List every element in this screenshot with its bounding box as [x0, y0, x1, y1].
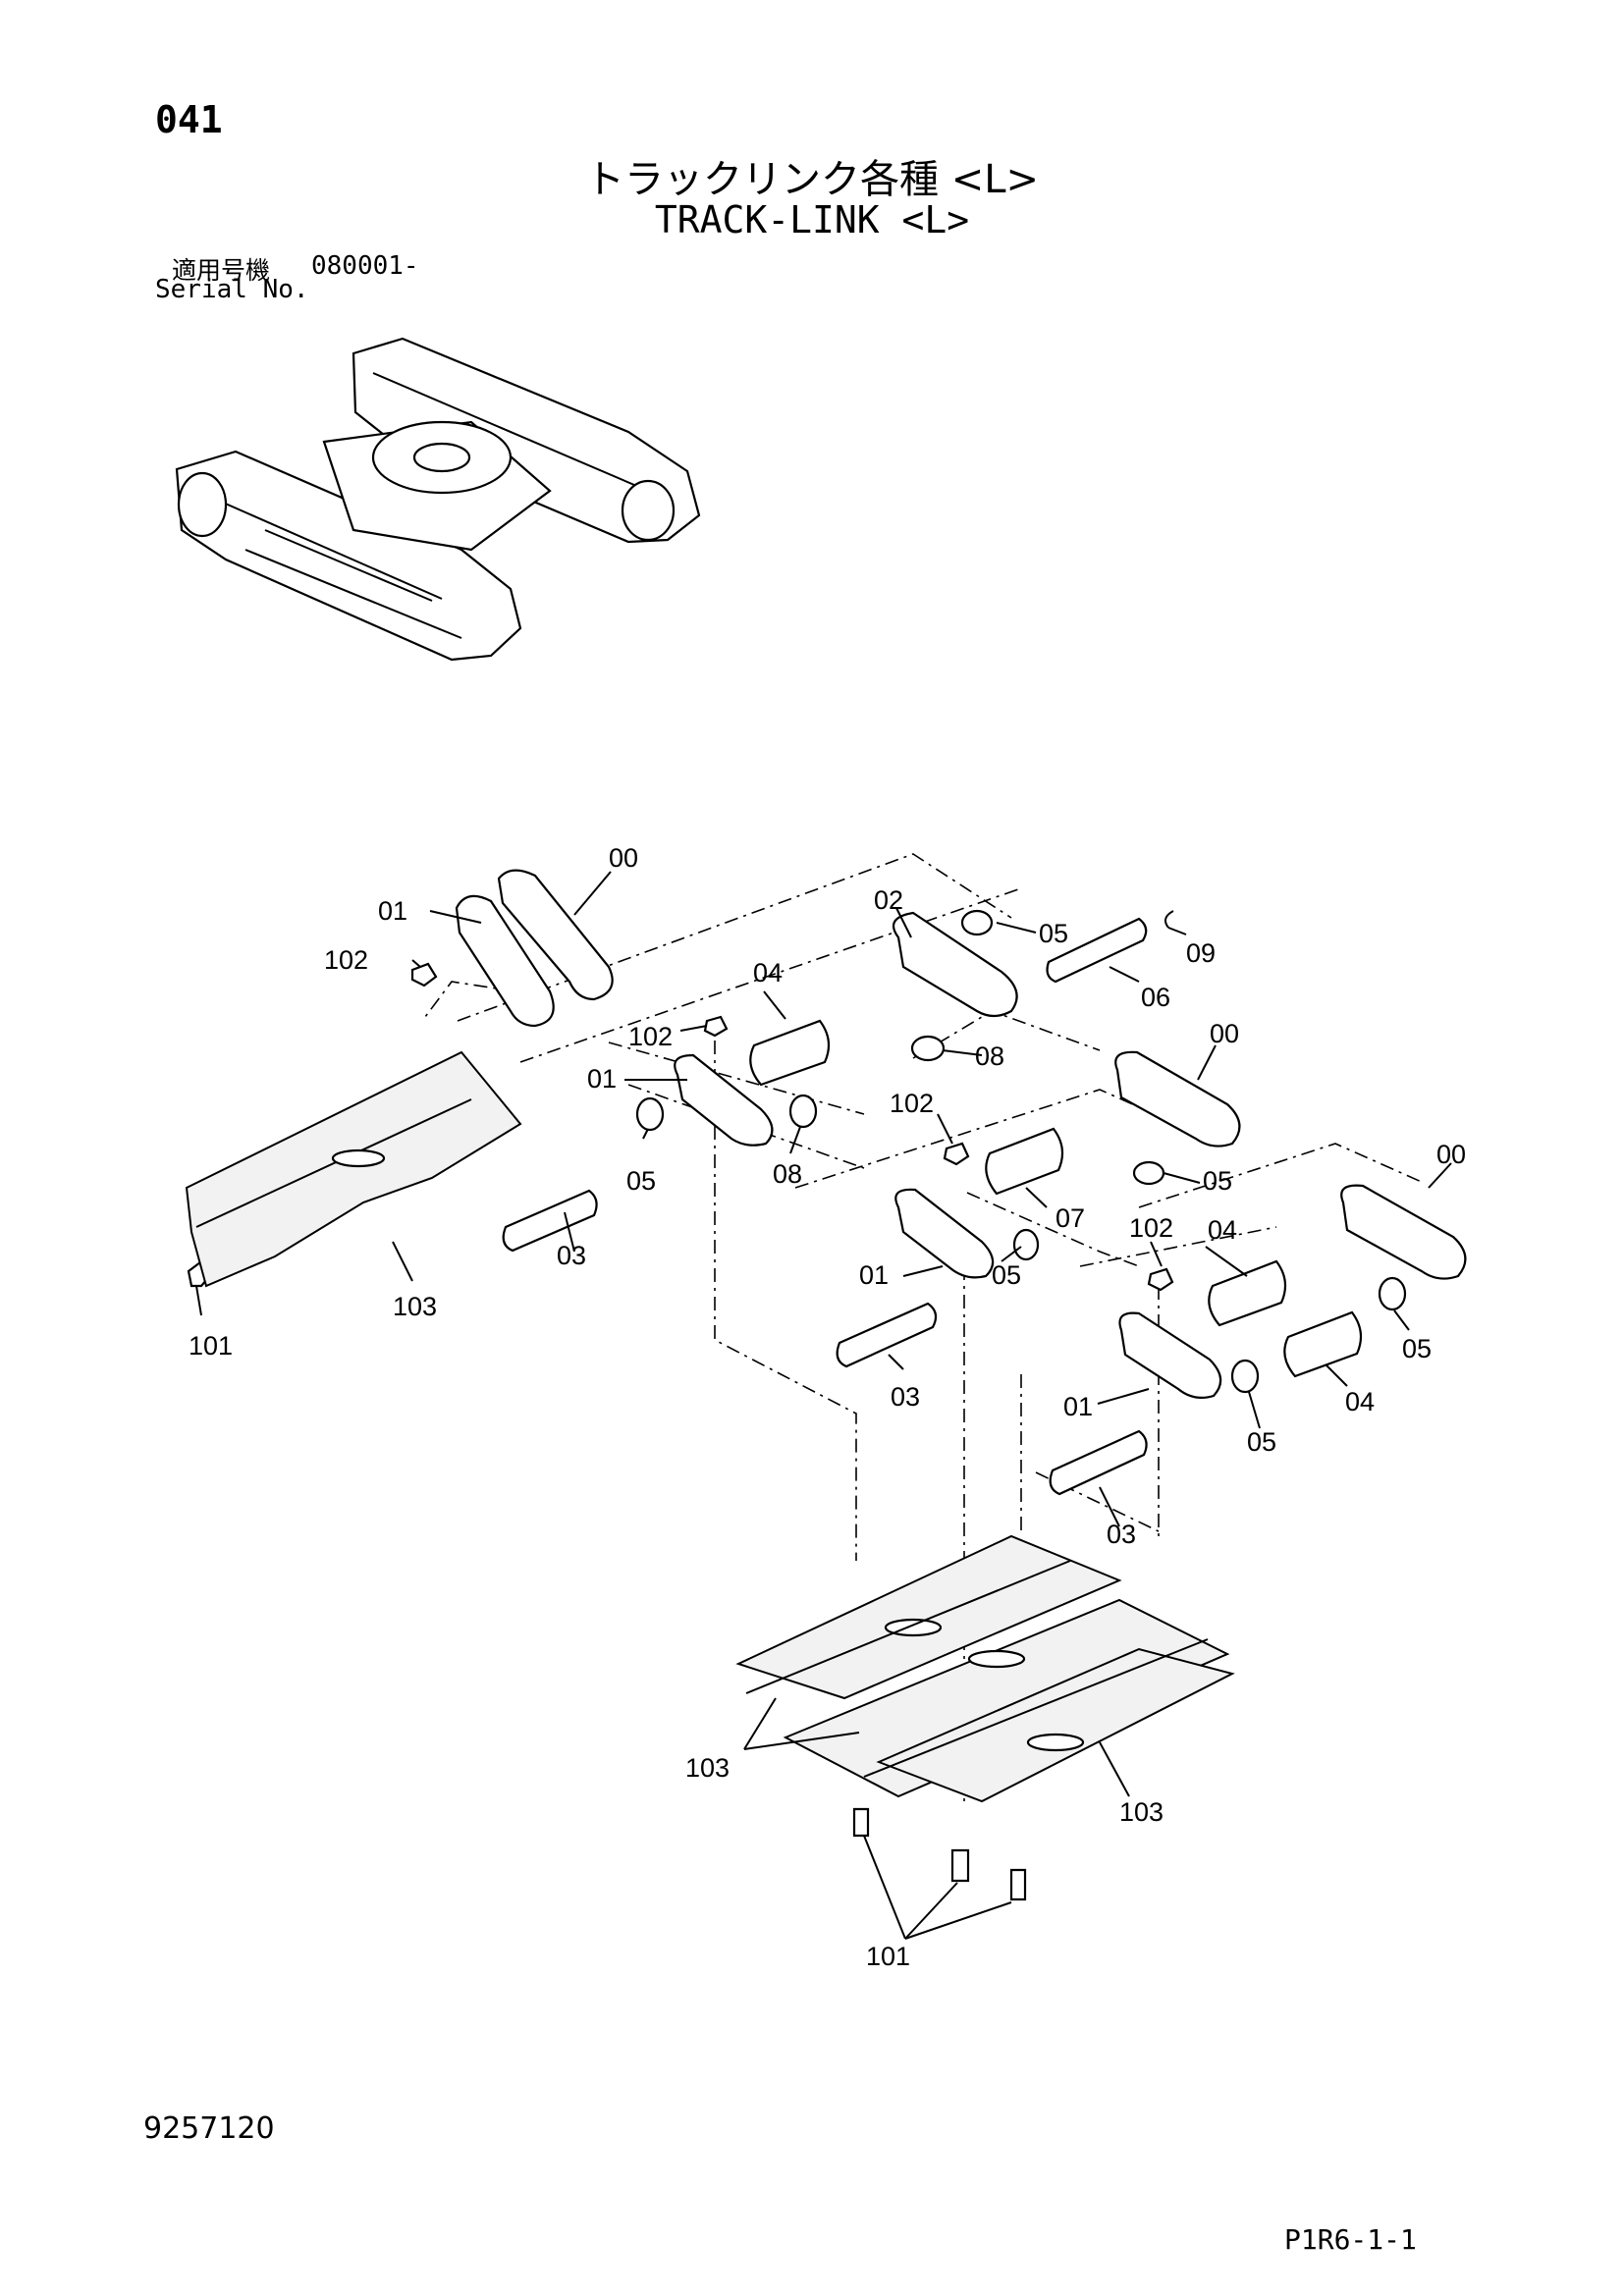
callout-00: 00 [1436, 1140, 1466, 1169]
serial-label-en: Serial No. [155, 275, 309, 304]
callout-01: 01 [859, 1260, 889, 1290]
callout-04: 04 [753, 958, 783, 988]
callout-03: 03 [1107, 1520, 1136, 1549]
callout-08: 08 [975, 1041, 1004, 1071]
callout-labels: 00 01 102 02 05 09 04 06 102 08 01 00 05… [189, 843, 1466, 1971]
pin-and-bushing-parts [502, 917, 1363, 1496]
page-title-en: TRACK-LINK <L> [654, 198, 970, 241]
serial-label-jp: 適用号機 [172, 256, 271, 285]
serial-value: 080001- [311, 251, 419, 281]
callout-04: 04 [1345, 1387, 1375, 1416]
track-link-parts [455, 869, 1467, 1399]
callout-103: 103 [685, 1753, 730, 1783]
callout-09: 09 [1186, 938, 1216, 968]
callout-leaders [195, 871, 1452, 1940]
callout-102: 102 [628, 1022, 673, 1051]
track-shoe-parts [185, 1050, 1235, 1803]
callout-00: 00 [609, 843, 638, 873]
callout-01: 01 [378, 896, 407, 926]
callout-07: 07 [1056, 1203, 1085, 1233]
callout-05: 05 [992, 1260, 1021, 1290]
callout-102: 102 [890, 1089, 934, 1118]
callout-103: 103 [1119, 1797, 1164, 1827]
callout-103: 103 [393, 1292, 437, 1321]
callout-04: 04 [1208, 1215, 1237, 1245]
undercarriage-overview [175, 337, 701, 662]
callout-01: 01 [587, 1064, 617, 1094]
callout-05: 05 [1247, 1427, 1276, 1457]
callout-102: 102 [1129, 1213, 1173, 1243]
callout-05: 05 [1039, 919, 1068, 948]
callout-00: 00 [1210, 1019, 1239, 1048]
callout-01: 01 [1063, 1392, 1093, 1421]
callout-05: 05 [1402, 1334, 1432, 1363]
callout-05: 05 [626, 1166, 656, 1196]
callout-08: 08 [773, 1159, 802, 1189]
callout-05: 05 [1203, 1166, 1232, 1196]
callout-101: 101 [189, 1331, 233, 1361]
page-number: 041 [155, 98, 223, 141]
callout-03: 03 [557, 1241, 586, 1270]
page-title-jp: トラックリンク各種 <L> [584, 157, 1040, 202]
callout-101: 101 [866, 1942, 910, 1971]
callout-03: 03 [891, 1382, 920, 1412]
seal-parts [635, 909, 1407, 1394]
callout-06: 06 [1141, 983, 1170, 1012]
document-code: 9257120 [143, 2111, 275, 2146]
callout-102: 102 [324, 945, 368, 975]
callout-02: 02 [874, 885, 903, 915]
page-code: P1R6-1-1 [1284, 2223, 1417, 2256]
